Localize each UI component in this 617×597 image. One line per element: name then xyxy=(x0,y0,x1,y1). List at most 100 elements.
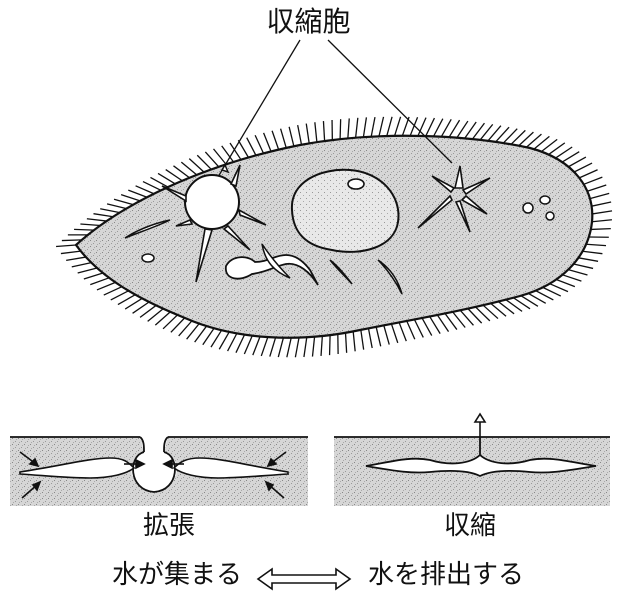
cilium xyxy=(287,338,291,358)
cilium xyxy=(61,251,81,253)
cilium xyxy=(253,336,260,355)
caption-right: 水を排出する xyxy=(368,562,524,588)
cilium xyxy=(340,119,341,139)
cilium xyxy=(348,118,349,138)
cilium xyxy=(426,118,435,136)
cilium xyxy=(78,268,97,273)
cilium xyxy=(261,337,268,356)
cilium xyxy=(80,224,100,226)
cilium xyxy=(133,302,150,313)
cilium xyxy=(111,291,129,300)
cilium xyxy=(379,117,384,136)
cilium xyxy=(556,279,575,286)
outward-arrow-icon xyxy=(475,414,485,437)
cilium xyxy=(97,282,116,290)
cilium xyxy=(574,163,592,172)
cilium xyxy=(568,270,587,275)
cilium xyxy=(591,229,611,230)
cilium xyxy=(550,284,568,292)
panel-contract xyxy=(334,437,610,506)
cilium xyxy=(298,125,302,145)
cilium xyxy=(543,287,561,296)
cilium xyxy=(255,135,263,153)
panel-contract-label: 収縮 xyxy=(400,513,540,539)
cilium xyxy=(244,336,252,354)
cilium xyxy=(586,244,606,245)
cilium xyxy=(422,318,432,336)
cilium xyxy=(583,251,603,253)
cilium xyxy=(315,122,317,142)
cilium xyxy=(281,129,287,148)
cilium xyxy=(568,157,585,167)
cilium xyxy=(228,333,237,351)
cilium xyxy=(384,325,389,344)
caption: 水が集まる 水を排出する xyxy=(0,562,617,594)
cilium xyxy=(387,117,392,136)
micronucleus xyxy=(348,179,364,189)
cilium xyxy=(289,127,294,146)
cilium xyxy=(330,335,331,355)
cilium xyxy=(587,185,606,191)
cilium xyxy=(323,121,324,141)
cilium xyxy=(574,264,593,268)
cilium xyxy=(304,337,307,357)
cilium xyxy=(121,195,140,201)
cilium xyxy=(219,332,229,349)
cilium xyxy=(211,330,222,347)
cilium xyxy=(391,324,397,343)
cilium xyxy=(203,328,214,345)
cilium xyxy=(84,273,103,279)
cilium xyxy=(434,119,443,137)
cilium xyxy=(371,117,375,137)
cilium xyxy=(556,147,573,158)
cilium xyxy=(363,117,366,137)
cilium xyxy=(87,219,107,221)
cilium xyxy=(407,321,415,339)
cilium xyxy=(590,193,609,198)
double-arrow-icon xyxy=(254,564,354,594)
cilium xyxy=(399,322,406,341)
cilium xyxy=(125,298,142,309)
cilium xyxy=(107,204,126,209)
cilium xyxy=(278,338,283,357)
cilium xyxy=(264,133,271,152)
cilium xyxy=(592,220,612,222)
cilium xyxy=(214,149,227,165)
cilium xyxy=(56,245,76,246)
cilium xyxy=(562,275,581,281)
cilium xyxy=(306,124,309,144)
cilium xyxy=(195,326,207,342)
cilium xyxy=(346,333,347,353)
cilium xyxy=(410,117,417,136)
cilium xyxy=(295,338,299,358)
cilium xyxy=(236,335,245,353)
cilium xyxy=(247,138,256,156)
cilium xyxy=(128,190,147,197)
cilium xyxy=(361,330,364,350)
cilium xyxy=(437,315,448,332)
cilium xyxy=(62,240,82,241)
cilium xyxy=(579,170,597,178)
cilium xyxy=(272,131,279,150)
cilium xyxy=(270,337,276,356)
cilium xyxy=(74,229,94,230)
cilium xyxy=(187,324,200,340)
cilium xyxy=(592,202,612,206)
cilium xyxy=(321,336,322,356)
panel-expand-label: 拡張 xyxy=(104,513,234,539)
cilium xyxy=(136,186,154,194)
cilium xyxy=(104,287,122,295)
cilium xyxy=(578,258,598,262)
cilium xyxy=(376,327,381,346)
cilium xyxy=(449,120,459,137)
cilium xyxy=(90,278,109,285)
cilium xyxy=(114,199,133,204)
cilium xyxy=(584,177,603,184)
cilium xyxy=(430,317,440,334)
cilium xyxy=(353,331,355,351)
panel-expand xyxy=(10,437,308,506)
cilium xyxy=(179,321,192,336)
cilium xyxy=(562,152,579,162)
cilium xyxy=(395,117,401,136)
